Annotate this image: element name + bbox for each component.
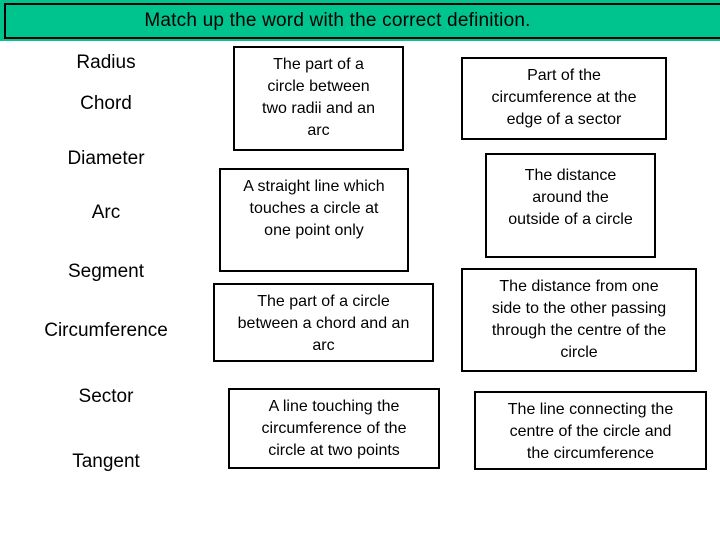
- definition-box-arc[interactable]: Part of the circumference at the edge of…: [461, 57, 667, 140]
- definition-box-sector[interactable]: The part of a circle between two radii a…: [233, 46, 404, 151]
- definition-box-chord[interactable]: A line touching the circumference of the…: [228, 388, 440, 469]
- definition-box-circumference[interactable]: The distance around the outside of a cir…: [485, 153, 656, 258]
- word-segment[interactable]: Segment: [67, 261, 145, 282]
- definition-box-segment[interactable]: The part of a circle between a chord and…: [213, 283, 434, 362]
- page-title: Match up the word with the correct defin…: [144, 9, 531, 31]
- word-arc[interactable]: Arc: [91, 202, 121, 223]
- definition-box-tangent[interactable]: A straight line which touches a circle a…: [219, 168, 409, 272]
- word-chord[interactable]: Chord: [80, 93, 132, 114]
- definition-box-radius[interactable]: The line connecting the centre of the ci…: [474, 391, 707, 470]
- word-sector[interactable]: Sector: [78, 386, 134, 407]
- word-radius[interactable]: Radius: [76, 52, 136, 73]
- word-tangent[interactable]: Tangent: [72, 451, 140, 472]
- word-diameter[interactable]: Diameter: [67, 148, 145, 169]
- title-banner: Match up the word with the correct defin…: [0, 0, 720, 41]
- definition-box-diameter[interactable]: The distance from one side to the other …: [461, 268, 697, 372]
- word-circumference[interactable]: Circumference: [44, 320, 168, 341]
